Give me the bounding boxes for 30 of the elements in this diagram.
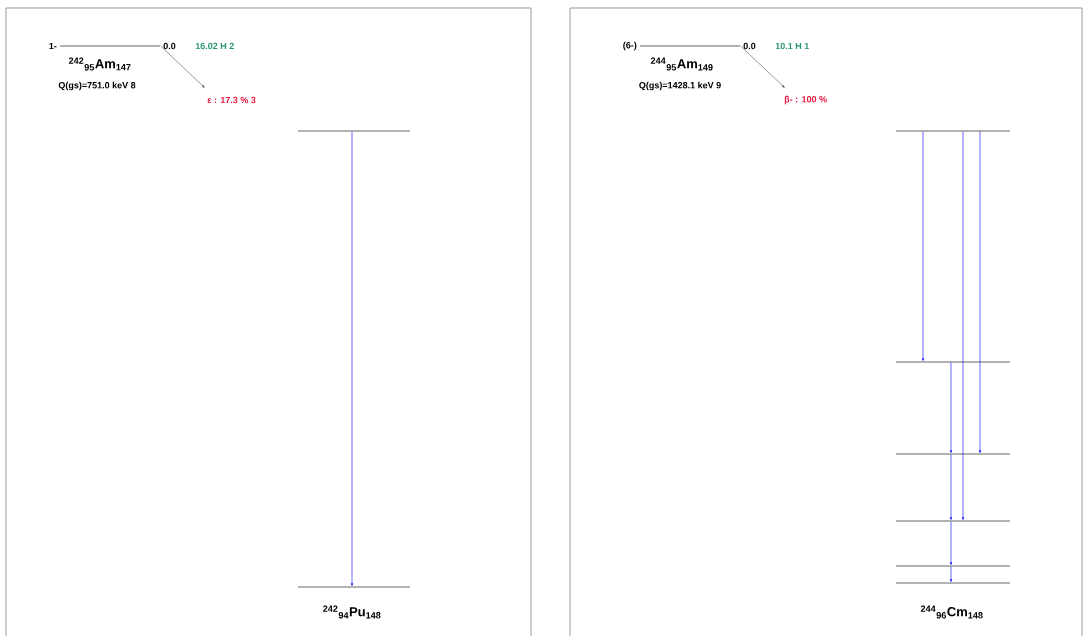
- q-value-label: Q(gs)=1428.1 keV 9: [639, 81, 721, 91]
- level-line: [895, 453, 1011, 455]
- transition-arrow: [949, 521, 953, 565]
- branching-label: ε : 17.3 % 3: [207, 96, 256, 104]
- transition-arrow: [978, 131, 982, 453]
- transition-arrow: [921, 131, 925, 361]
- transition-arrow: [961, 131, 965, 520]
- transition-arrow: [949, 362, 953, 453]
- half-life-label: 10.1 H 1: [775, 42, 809, 50]
- nuclide-label: 244$_{96}$Cm$_{148}$: [920, 605, 983, 619]
- half-life-label: 16.02 H 2: [195, 42, 234, 50]
- level-line: [895, 361, 1011, 363]
- energy-label: 0.0: [743, 42, 756, 50]
- level-line: [895, 582, 1011, 584]
- energy-label: 0.0: [163, 42, 176, 50]
- spin-label: 1-: [49, 42, 57, 50]
- q-value-label: Q(gs)=751.0 keV 8: [58, 81, 136, 91]
- decay-arrow: [740, 45, 785, 88]
- level-line: [297, 130, 411, 132]
- transition-arrow: [350, 131, 354, 586]
- nuclide-label: 242$_{94}$Pu$_{148}$: [323, 605, 381, 619]
- transition-arrow: [949, 566, 953, 582]
- transition-arrow: [949, 454, 953, 520]
- level-line: [895, 565, 1011, 567]
- branching-label: β- : 100 %: [784, 95, 827, 105]
- level-line: [895, 520, 1011, 522]
- decay-arrow: [160, 45, 205, 88]
- level-line: [297, 586, 411, 588]
- spin-label: (6-): [623, 41, 637, 51]
- level-line: [895, 130, 1011, 132]
